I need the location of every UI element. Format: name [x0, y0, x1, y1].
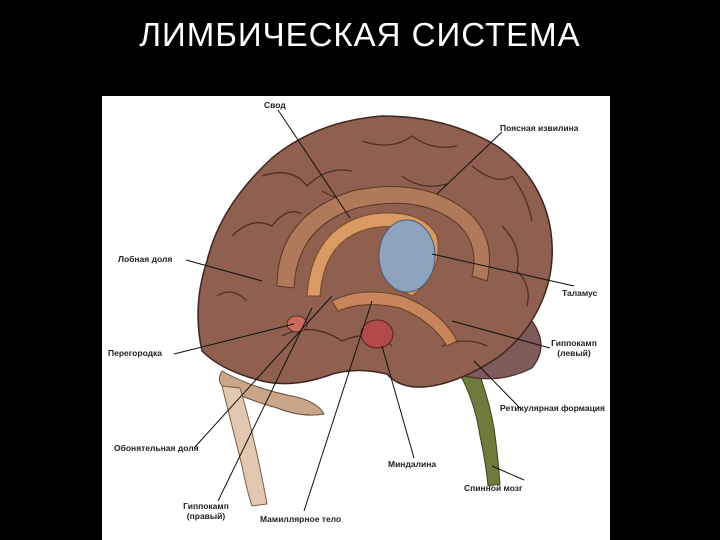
fornix-shape: [306, 212, 439, 297]
label-amygdala: Миндалина: [388, 459, 437, 469]
label-spinal-cord: Спинной мозг: [464, 483, 523, 493]
label-hippocampus-left-line1: Гиппокамп: [551, 338, 597, 348]
label-reticular-formation: Ретикулярная формация: [500, 403, 605, 413]
leader-lines: [173, 109, 575, 512]
hippocampus-shape: [331, 291, 458, 347]
label-hippocampus-right-line1: Гиппокамп: [183, 501, 229, 511]
label-fornix: Свод: [264, 100, 286, 110]
label-cingulate-gyrus: Поясная извилина: [500, 123, 579, 133]
brain-figure: Свод Поясная извилина Лобная доля Таламу…: [102, 96, 610, 540]
label-hippocampus-right: Гиппокамп (правый): [176, 501, 236, 521]
label-frontal-lobe: Лобная доля: [118, 254, 173, 264]
slide-title: ЛИМБИЧЕСКАЯ СИСТЕМА: [139, 16, 581, 53]
spinal-cord-shape: [453, 359, 501, 487]
label-septum: Перегородка: [108, 348, 163, 358]
label-thalamus: Таламус: [562, 288, 598, 298]
brain-illustration: [173, 109, 575, 512]
thalamus-shape: [378, 219, 436, 293]
amygdala-shape: [360, 319, 394, 349]
label-hippocampus-right-line2: (правый): [186, 511, 226, 521]
label-mammillary-body: Мамиллярное тело: [260, 514, 342, 524]
cerebrum-shape: [197, 115, 553, 388]
cingulate-gyrus-shape: [276, 186, 490, 289]
label-olfactory-lobe: Обонятельная доля: [114, 443, 199, 453]
label-hippocampus-left: Гиппокамп (левый): [544, 338, 604, 358]
label-hippocampus-left-line2: (левый): [557, 348, 591, 358]
